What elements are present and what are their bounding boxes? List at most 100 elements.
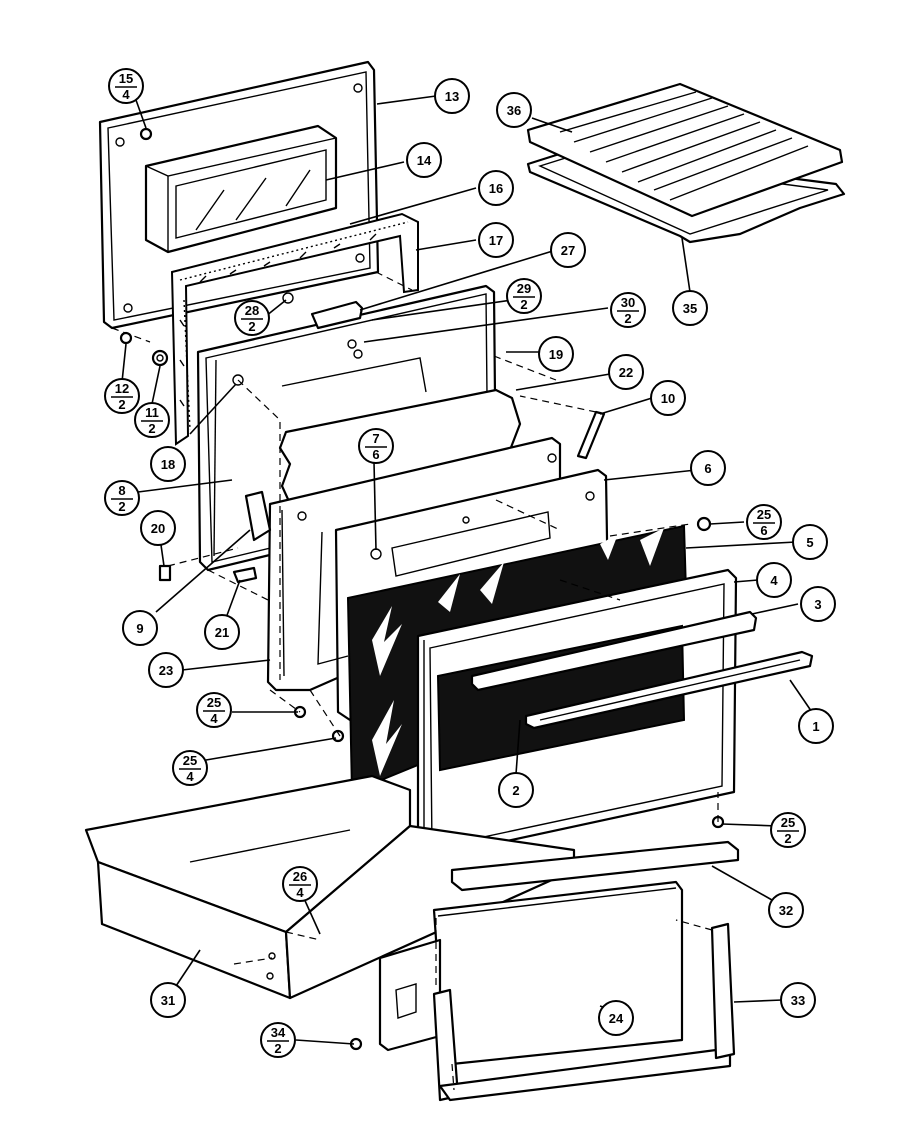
- callout-part-number: 25: [183, 753, 197, 768]
- callout-c34: 342: [260, 1022, 296, 1058]
- callout-c5: 5: [792, 524, 828, 560]
- part-21-clip: [232, 566, 258, 584]
- callout-part-number: 30: [621, 295, 635, 310]
- callout-part-number: 26: [293, 869, 307, 884]
- callout-circle: [478, 222, 514, 258]
- callout-circle: [792, 524, 828, 560]
- callout-circle: [610, 292, 646, 328]
- callout-quantity: 4: [296, 885, 304, 900]
- callout-c20: 20: [140, 510, 176, 546]
- callout-part-number: 25: [757, 507, 771, 522]
- callout-c36: 36: [496, 92, 532, 128]
- callout-part-number: 11: [145, 405, 159, 420]
- callout-c9: 9: [122, 610, 158, 646]
- callout-circle: [108, 68, 144, 104]
- callout-part-number: 36: [507, 103, 521, 118]
- part-32-trim-strip: [450, 840, 740, 892]
- callout-part-number: 1: [812, 719, 819, 734]
- callout-circle: [406, 142, 442, 178]
- part-20-screw: [158, 564, 172, 582]
- callout-circle: [768, 892, 804, 928]
- callout-c12: 122: [104, 378, 140, 414]
- callout-c30: 302: [610, 292, 646, 328]
- callout-part-number: 6: [704, 461, 711, 476]
- part-11-washer: [151, 349, 169, 367]
- callout-circle: [150, 982, 186, 1018]
- callout-circle: [672, 290, 708, 326]
- callout-circle: [538, 336, 574, 372]
- callout-quantity: 2: [784, 831, 791, 846]
- callout-circle: [608, 354, 644, 390]
- callout-c4: 4: [756, 562, 792, 598]
- callout-c35: 35: [672, 290, 708, 326]
- callout-circle: [196, 692, 232, 728]
- callout-c11: 112: [134, 402, 170, 438]
- part-33-drawer-frame: [378, 922, 736, 1102]
- callout-circle: [550, 232, 586, 268]
- callout-c7: 76: [358, 428, 394, 464]
- callout-circle: [234, 300, 270, 336]
- callout-part-number: 12: [115, 381, 129, 396]
- callout-c25d: 252: [770, 812, 806, 848]
- callout-circle: [122, 610, 158, 646]
- callout-circle: [798, 708, 834, 744]
- callout-c27: 27: [550, 232, 586, 268]
- callout-part-number: 10: [661, 391, 675, 406]
- callout-c22: 22: [608, 354, 644, 390]
- callout-c2: 2: [498, 772, 534, 808]
- callout-c21: 21: [204, 614, 240, 650]
- callout-circle: [478, 170, 514, 206]
- part-27-hinge-bracket: [282, 292, 364, 330]
- callout-c29: 292: [506, 278, 542, 314]
- part-10-latch-rod: [576, 410, 606, 460]
- callout-part-number: 20: [151, 521, 165, 536]
- callout-part-number: 25: [207, 695, 221, 710]
- callout-part-number: 2: [512, 783, 519, 798]
- callout-c10: 10: [650, 380, 686, 416]
- callout-part-number: 34: [271, 1025, 286, 1040]
- callout-c6: 6: [690, 450, 726, 486]
- callout-part-number: 17: [489, 233, 503, 248]
- callout-circle: [260, 1022, 296, 1058]
- callout-part-number: 32: [779, 903, 793, 918]
- part-3-handle-trim: [470, 610, 758, 692]
- callout-c14: 14: [406, 142, 442, 178]
- callout-part-number: 13: [445, 89, 459, 104]
- callout-c16: 16: [478, 170, 514, 206]
- callout-c19: 19: [538, 336, 574, 372]
- callout-part-number: 5: [806, 535, 813, 550]
- callout-part-number: 19: [549, 347, 563, 362]
- callout-part-number: 14: [417, 153, 432, 168]
- callout-circle: [650, 380, 686, 416]
- callout-part-number: 23: [159, 663, 173, 678]
- callout-part-number: 33: [791, 993, 805, 1008]
- callout-c18: 18: [150, 446, 186, 482]
- callout-quantity: 4: [210, 711, 218, 726]
- callout-c31: 31: [150, 982, 186, 1018]
- callout-c25a: 256: [746, 504, 782, 540]
- callout-part-number: 24: [609, 1011, 624, 1026]
- callout-circle: [282, 866, 318, 902]
- callout-c15: 154: [108, 68, 144, 104]
- callout-circle: [172, 750, 208, 786]
- callout-part-number: 28: [245, 303, 259, 318]
- callout-circle: [800, 586, 836, 622]
- callout-c3: 3: [800, 586, 836, 622]
- callout-circle: [150, 446, 186, 482]
- callout-quantity: 6: [372, 447, 379, 462]
- callout-circle: [358, 428, 394, 464]
- callout-circle: [770, 812, 806, 848]
- callout-quantity: 6: [760, 523, 767, 538]
- part-9-hinge-arm: [244, 490, 272, 542]
- callout-c13: 13: [434, 78, 470, 114]
- callout-circle: [134, 402, 170, 438]
- callout-quantity: 2: [520, 297, 527, 312]
- callout-circle: [690, 450, 726, 486]
- callout-circle: [498, 772, 534, 808]
- callout-c32: 32: [768, 892, 804, 928]
- callout-c1: 1: [798, 708, 834, 744]
- callout-part-number: 35: [683, 301, 697, 316]
- callout-quantity: 2: [148, 421, 155, 436]
- callout-c28: 282: [234, 300, 270, 336]
- part-1-handle: [524, 650, 814, 730]
